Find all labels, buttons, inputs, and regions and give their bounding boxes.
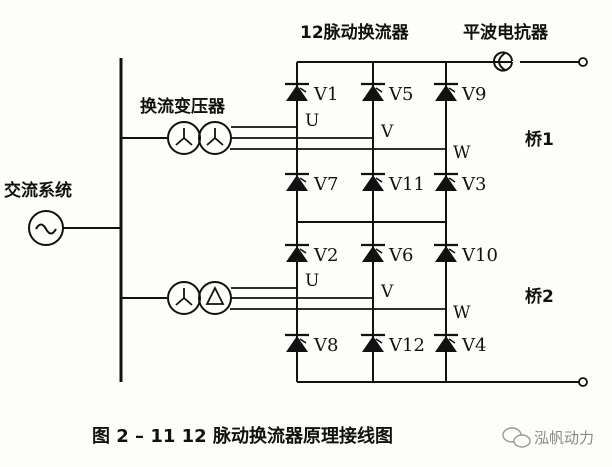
sine-wave-icon — [35, 223, 57, 235]
figure-caption: 图 2 – 11 12 脉动换流器原理接线图 — [92, 425, 393, 447]
valve-label-v8: V8 — [313, 335, 338, 356]
wechat-icon — [502, 427, 531, 448]
valve-v11 — [359, 172, 387, 193]
reactor-label: 平波电抗器 — [463, 22, 549, 43]
valve-v5 — [359, 82, 387, 103]
bridge-wiring — [296, 61, 580, 383]
valve-v6 — [359, 243, 387, 264]
phase-label-v1: V — [380, 122, 394, 142]
valve-v2 — [283, 243, 311, 264]
dc-terminal-bottom — [578, 377, 588, 387]
phase-label-w2: W — [453, 303, 471, 323]
valve-label-v12: V12 — [388, 335, 425, 356]
valve-v12 — [359, 333, 387, 354]
valve-label-v7: V7 — [313, 174, 338, 195]
watermark-text: 泓帆动力 — [534, 429, 594, 447]
phase-label-w1: W — [453, 143, 471, 163]
valve-v8 — [283, 333, 311, 354]
phase-label-u2: U — [305, 271, 319, 291]
phase-label-v2: V — [380, 282, 394, 302]
valve-label-v3: V3 — [461, 174, 486, 195]
valve-label-v1: V1 — [313, 84, 338, 105]
bridge2-label: 桥2 — [525, 287, 554, 307]
star-delta-transformer-icon — [121, 281, 446, 315]
valve-v9 — [432, 82, 460, 103]
star-star-transformer-icon — [121, 121, 446, 155]
valve-label-v6: V6 — [388, 245, 413, 266]
valve-label-v4: V4 — [461, 335, 486, 356]
valve-label-v2: V2 — [313, 245, 338, 266]
transformer-label: 换流变压器 — [140, 96, 226, 117]
valve-label-v5: V5 — [388, 84, 413, 105]
valve-v3 — [432, 172, 460, 193]
bridge1-label: 桥1 — [525, 130, 554, 150]
inductor-icon — [493, 51, 588, 72]
valve-v1 — [283, 82, 311, 103]
valve-label-v9: V9 — [461, 84, 486, 105]
valve-label-v10: V10 — [461, 245, 498, 266]
valve-label-v11: V11 — [388, 174, 425, 195]
watermark: 泓帆动力 — [502, 427, 594, 448]
valve-v7 — [283, 172, 311, 193]
dc-terminal-top — [578, 57, 588, 67]
ac-source — [28, 210, 121, 246]
ac-system-label: 交流系统 — [4, 180, 72, 201]
converter-label: 12脉动换流器 — [300, 22, 410, 43]
phase-label-u1: U — [305, 111, 319, 131]
valve-v10 — [432, 243, 460, 264]
valve-v4 — [432, 333, 460, 354]
